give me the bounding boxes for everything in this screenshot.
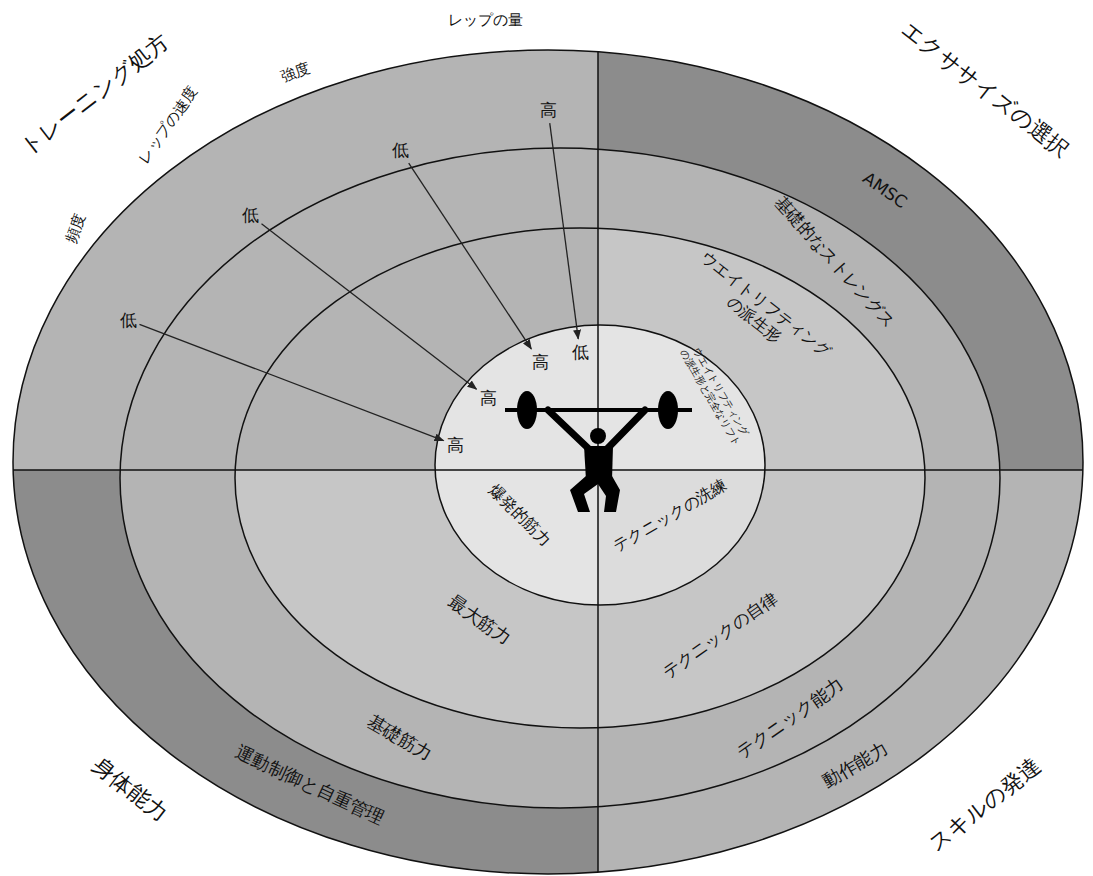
parameter-label: 頻度 [61, 211, 88, 245]
ring-band-label: テクニック能力 [732, 673, 848, 763]
arrow-connector [140, 324, 444, 440]
node-text: 最大筋力 [444, 591, 515, 650]
ring-band-label: 爆発的筋力 [485, 480, 555, 550]
arrow-connector [262, 224, 477, 389]
node-text: 高 [532, 352, 549, 372]
quadrant-title: 身体能力 [87, 753, 173, 828]
parameter-label: レップの量 [448, 11, 523, 29]
level-value: 高 [447, 435, 464, 455]
node-text: ウエイトリフティング の派生形と完全なリフト [676, 340, 754, 451]
node-text: 低 [120, 310, 137, 330]
node-text: テクニックの洗練 [610, 475, 730, 556]
level-value: 高 [540, 100, 557, 120]
ring-band-label: 運動制御と自重管理 [232, 741, 388, 829]
node-text: 基礎筋力 [363, 711, 436, 766]
weightlifter-figure [505, 391, 692, 512]
node-text: 爆発的筋力 [485, 480, 555, 550]
parameter-label: 強度 [278, 58, 312, 85]
node-text: 低 [572, 342, 589, 362]
level-value: 低 [242, 205, 259, 225]
level-value: 高 [532, 352, 549, 372]
ring-band-label: 基礎筋力 [363, 711, 436, 766]
node-text: 運動制御と自重管理 [232, 741, 388, 829]
node-text: 高 [447, 435, 464, 455]
node-text: 低 [242, 205, 259, 225]
ring-band-label: テクニックの洗練 [610, 475, 730, 556]
parameter-label: レップの速度 [135, 83, 201, 167]
quadrant-title: スキルの発達 [923, 753, 1046, 858]
node-text: 高 [540, 100, 557, 120]
level-value: 低 [392, 140, 409, 160]
ring-band-label: 最大筋力 [444, 591, 515, 650]
node-text: テクニックの自律 [658, 588, 781, 683]
ring-band-label: ウエイトリフティング の派生形と完全なリフト [676, 340, 754, 451]
level-value: 低 [120, 310, 137, 330]
quadrant-bottom-right [598, 470, 1083, 874]
ring-band-label: 動作能力 [818, 738, 891, 793]
quadrant-bottom-left [13, 470, 598, 874]
quadrant-top-left [13, 50, 598, 470]
node-text: 動作能力 [818, 738, 891, 793]
node-text: 低 [392, 140, 409, 160]
quadrant-title: エクササイズの選択 [896, 16, 1074, 163]
ring-band-label: AMSC [859, 168, 911, 213]
node-text: 高 [480, 388, 497, 408]
arrow-connector [550, 123, 579, 339]
level-value: 低 [572, 342, 589, 362]
arrow-connector [409, 163, 532, 349]
node-text: AMSC [859, 168, 911, 213]
node-text: テクニック能力 [732, 673, 848, 763]
ring-outlines [13, 50, 1083, 874]
ring-band-label: テクニックの自律 [658, 588, 781, 683]
level-value: 高 [480, 388, 497, 408]
